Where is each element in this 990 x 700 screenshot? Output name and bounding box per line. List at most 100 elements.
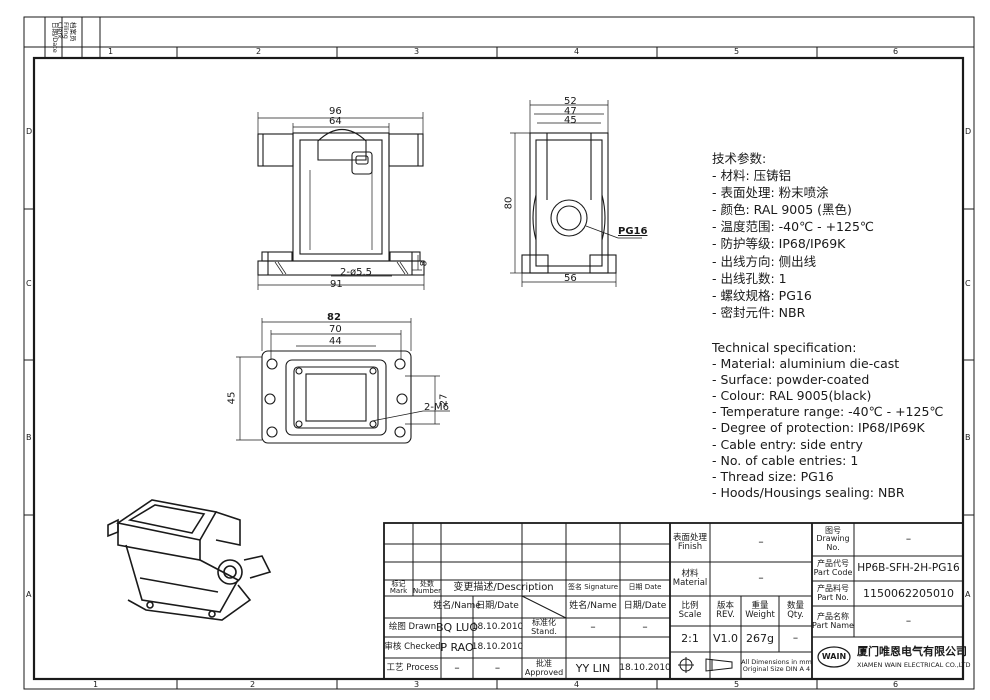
drawing-no: – [905, 532, 912, 545]
qty-value: – [792, 632, 799, 645]
tech-en-item: - Cable entry: side entry [712, 437, 863, 452]
finish-label: 表面处理 Finish [672, 532, 707, 552]
company-cn: 厦门唯恩电气有限公司 [857, 645, 967, 658]
checked-label: 审核 Checked [384, 642, 441, 653]
part-code: HP6B-SFH-2H-PG16 [857, 561, 960, 574]
tech-en-item: - Temperature range: -40℃ - +125℃ [712, 404, 944, 419]
zone-row-c: C [26, 279, 32, 288]
zone-row-d: D [26, 127, 33, 136]
zone-col-6: 6 [893, 47, 899, 56]
tech-en-item: - Degree of protection: IP68/IP69K [712, 420, 925, 435]
mark-header: 标记 Mark [389, 579, 408, 595]
zone-ticks-bottom [176, 679, 818, 689]
zone-row-a: A [26, 590, 32, 599]
zone-col-6-bottom: 6 [893, 680, 899, 689]
zone-col-3: 3 [414, 47, 420, 56]
dim-96: 96 [329, 106, 342, 117]
tech-cn-item: - 温度范围: -40℃ - +125℃ [712, 219, 874, 234]
front-view [257, 112, 425, 290]
date-header-3: 日期/Date [623, 601, 667, 612]
stand-label: 标准化 Stand. [531, 618, 557, 636]
signature-header: 签名 Signature [568, 583, 618, 592]
tech-cn-item: - 出线孔数: 1 [712, 271, 787, 286]
dim-8: 8 [419, 260, 430, 267]
dim-91: 91 [330, 279, 343, 290]
zone-row-b-right: B [965, 433, 971, 442]
zone-col-2-bottom: 2 [250, 680, 256, 689]
dim-47: 47 [564, 106, 577, 117]
process-label: 工艺 Process [386, 663, 439, 674]
zone-col-5-bottom: 5 [734, 680, 740, 689]
tech-en-title: Technical specification: [712, 340, 857, 355]
qty-label: 数量 Qty. [786, 601, 804, 620]
stand-name: – [590, 620, 596, 633]
name-header-3: 姓名/Name [569, 601, 617, 612]
date-header-2: 日期/Date [476, 601, 519, 612]
tech-cn-item: - 材料: 压铸铝 [712, 168, 792, 183]
approved-date: 18.10.2010 [619, 662, 671, 673]
zone-row-d-right: D [965, 127, 972, 136]
dim-80: 80 [503, 196, 515, 210]
dim-m6: 2-M6 [424, 402, 449, 413]
part-no-label: 产品料号 Part No. [817, 584, 849, 602]
part-name: – [905, 614, 912, 627]
rev-value: V1.0 [712, 632, 739, 646]
tech-cn-title: 技术参数: [712, 151, 767, 166]
zone-col-3-bottom: 3 [414, 680, 420, 689]
pg16-callout: PG16 [618, 226, 648, 237]
drawn-label: 绘图 Drawn [388, 622, 437, 633]
checked-date: 18.10.2010 [471, 641, 524, 652]
zone-ticks-sides [24, 208, 974, 516]
tech-en-item: - Thread size: PG16 [712, 469, 834, 484]
tech-en-item: - Material: aluminium die-cast [712, 356, 900, 371]
process-date: – [494, 661, 501, 674]
zone-col-5: 5 [734, 47, 740, 56]
isometric-view [107, 499, 272, 621]
tech-cn-item: - 防护等级: IP68/IP69K [712, 236, 846, 251]
dim-70: 70 [329, 324, 342, 335]
zone-col-1: 1 [108, 47, 114, 56]
description-header: 变更描述/Description [453, 581, 554, 593]
dim-56: 56 [564, 273, 577, 284]
zone-row-c-right: C [965, 279, 971, 288]
filing-label: 档案员 Filing Clerk [56, 22, 77, 42]
side-strip-lines [44, 17, 101, 58]
scale-value: 2:1 [681, 632, 699, 646]
approved-name: YY LIN [575, 661, 611, 675]
material-value: – [758, 572, 764, 585]
process-name: – [454, 661, 460, 674]
zone-col-2: 2 [256, 47, 262, 56]
zone-col-4: 4 [574, 47, 580, 56]
wain-logo [817, 646, 851, 668]
outer-frame [23, 16, 975, 690]
tech-en-item: - Colour: RAL 9005(black) [712, 388, 872, 403]
dim-45: 45 [564, 115, 577, 126]
zone-col-4-bottom: 4 [574, 680, 580, 689]
dim-52: 52 [564, 96, 577, 107]
material-label: 材料 Material [672, 569, 708, 588]
dims-note: All Dimensions in mm Original Size DIN A… [741, 657, 812, 673]
number-header: 处数 Number [412, 579, 442, 595]
tech-en-item: - Hoods/Housings sealing: NBR [712, 485, 905, 500]
drawn-name: BQ LUO [436, 620, 478, 634]
drawn-date: 18.10.2010 [471, 621, 524, 632]
tech-cn-item: - 颜色: RAL 9005 (黑色) [712, 202, 852, 217]
dim-44: 44 [329, 336, 342, 347]
scale-label: 比例 Scale [678, 601, 702, 620]
top-view [236, 318, 450, 444]
tech-cn-item: - 出线方向: 侧出线 [712, 254, 817, 269]
part-code-label: 产品代号 Part Code [813, 559, 853, 577]
drawing-no-label: 图号 Drawing No. [816, 525, 850, 552]
zone-ticks-top [24, 46, 974, 58]
dim-82: 82 [327, 312, 341, 323]
stand-date: – [642, 620, 648, 633]
tech-cn-item: - 表面处理: 粉末喷涂 [712, 185, 829, 200]
title-block-lines [383, 522, 964, 680]
approved-label: 批准 Approved [524, 659, 564, 677]
part-no: 1150062205010 [863, 586, 954, 600]
checked-name: P RAO [440, 640, 474, 654]
tech-en-item: - Surface: powder-coated [712, 372, 870, 387]
dim-hole: 2-ø5.5 [340, 267, 372, 278]
